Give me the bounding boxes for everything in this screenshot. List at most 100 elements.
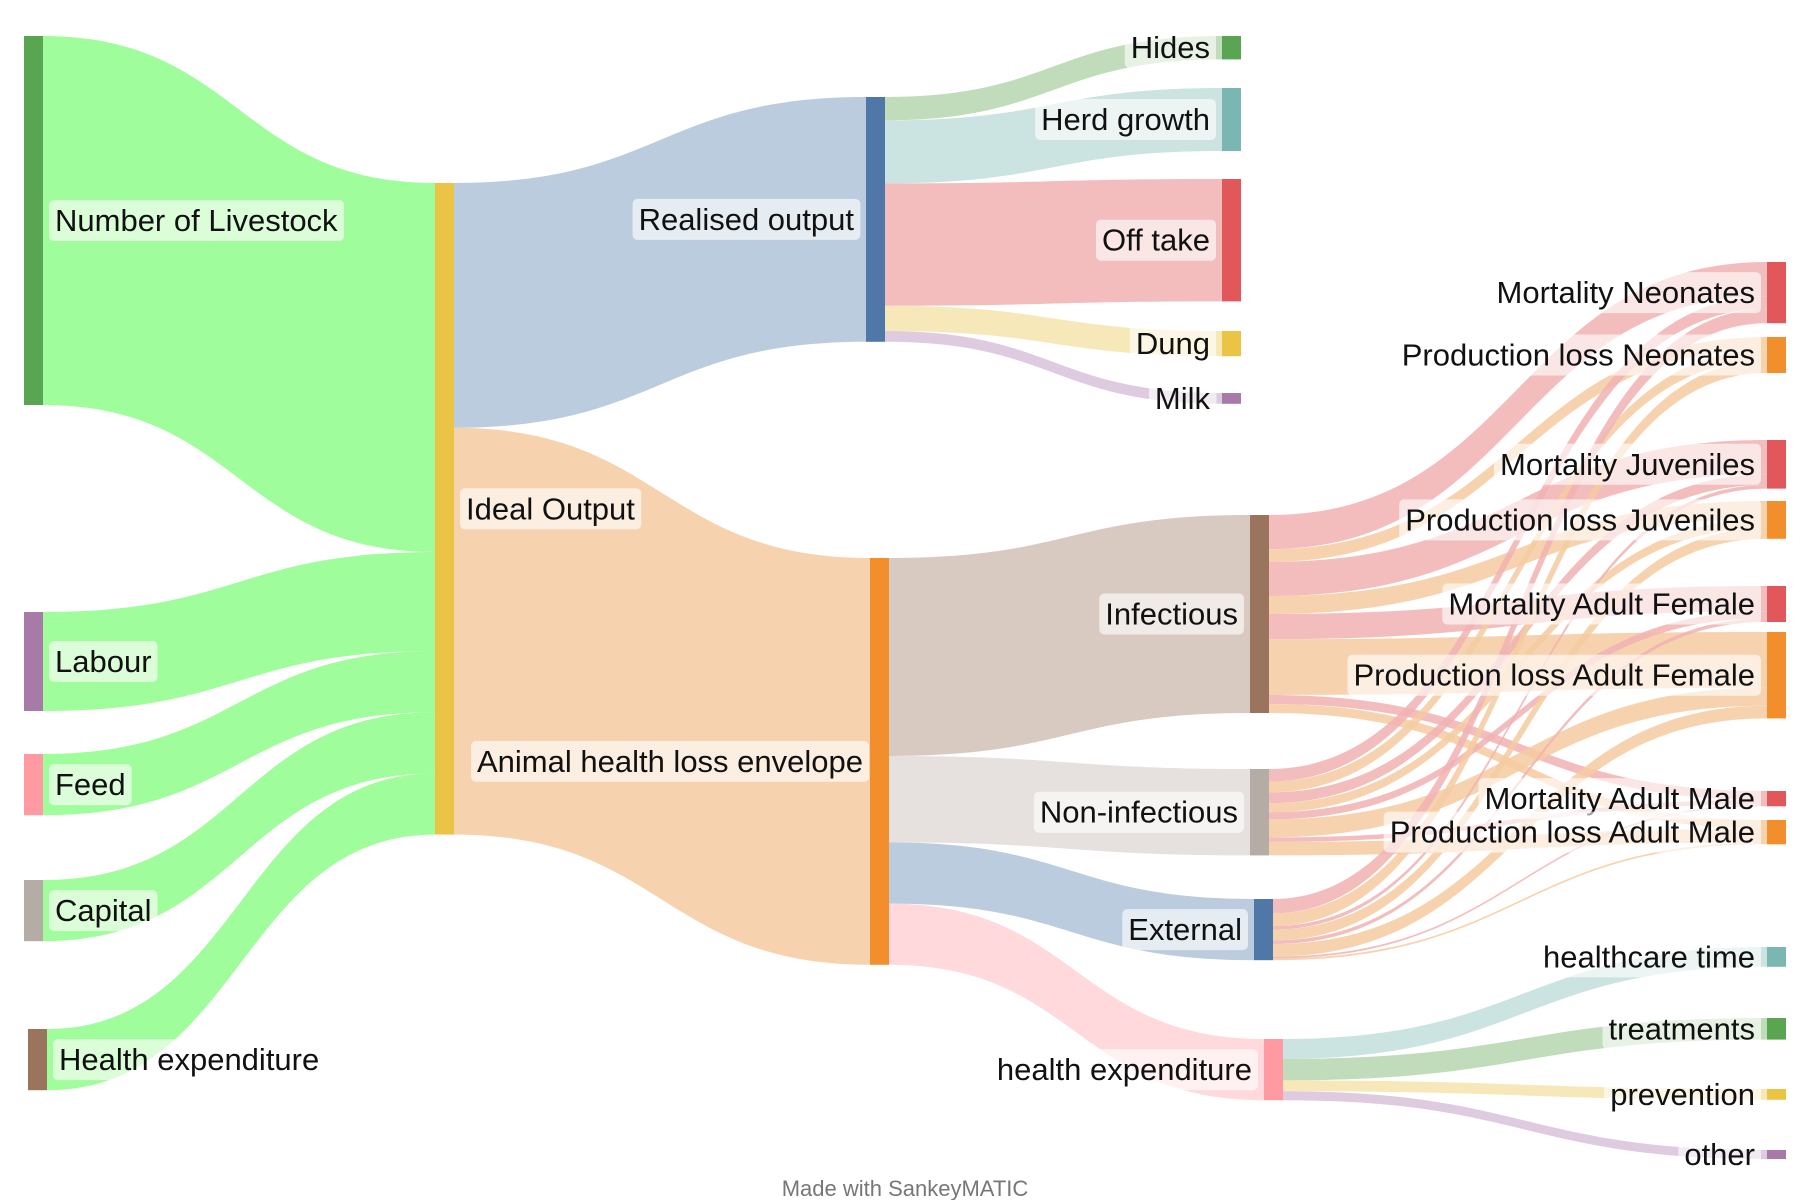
node-label-text: Infectious [1105,597,1238,632]
flow-healthexp_in-to-ideal [47,773,435,1091]
node-label-pjuv: Production loss Juveniles [1399,499,1761,541]
node-ahle [870,558,889,965]
node-label-labour: Labour [49,641,158,682]
node-label-mam: Mortality Adult Male [1478,778,1761,820]
label-background [1602,1008,1761,1050]
node-paf [1767,632,1786,719]
node-label-text: Hides [1131,30,1210,65]
label-background [1442,583,1761,625]
flow-noninf-to-paf [1269,687,1767,838]
credit-text: Made with SankeyMATIC [782,1176,1029,1200]
label-background [1122,909,1248,951]
node-label-hides: Hides [1124,27,1216,69]
node-labels: Number of LivestockLabourFeedCapitalHeal… [49,27,1761,1175]
node-other [1767,1150,1786,1159]
node-noninf [1250,769,1269,856]
flow-realised-to-offtake [885,179,1222,306]
flow-nodes [24,36,1786,1159]
node-treat [1767,1018,1786,1040]
flow-noninf-to-mjuv [1269,474,1767,804]
node-label-text: Off take [1102,223,1210,258]
flow-external-to-pneo [1273,360,1767,926]
node-label-text: Capital [55,893,152,928]
flow-infectious-to-mam [1269,695,1767,800]
label-background [1383,811,1761,853]
flow-external-to-mjuv [1273,485,1767,930]
node-label-mjuv: Mortality Juveniles [1494,443,1761,485]
flow-ideal-to-realised [454,97,866,428]
flow-noninf-to-pneo [1269,349,1767,793]
label-background [470,740,870,782]
node-label-text: Ideal Output [466,491,635,526]
node-label-infectious: Infectious [1099,593,1244,635]
node-offtake [1222,179,1241,302]
node-labour [24,612,43,711]
node-label-text: Labour [55,644,152,679]
node-maf [1767,586,1786,622]
node-label-text: prevention [1610,1077,1755,1112]
label-background [1099,593,1244,635]
flow-feed-to-ideal [43,651,435,816]
node-mam [1767,791,1786,807]
flow-capital-to-ideal [43,712,435,942]
node-label-text: Herd growth [1041,102,1210,137]
node-label-dung: Dung [1129,323,1216,365]
node-label-noninf: Non-infectious [1033,791,1244,833]
node-ideal [435,183,454,835]
node-realised [866,97,885,342]
label-background [460,488,642,530]
node-label-ideal: Ideal Output [460,488,642,530]
node-label-text: Realised output [639,202,855,237]
label-background [1494,443,1761,485]
node-label-text: other [1684,1137,1755,1172]
node-label-text: healthcare time [1543,939,1755,974]
flow-noninf-to-maf [1269,611,1767,820]
label-background [990,1049,1258,1091]
flow-infectious-to-mneo [1269,262,1767,550]
node-label-text: Production loss Neonates [1402,338,1755,373]
label-background [1347,654,1761,696]
flow-ahle-to-infectious [889,515,1250,756]
node-capital [24,880,43,942]
label-background [1124,27,1216,69]
node-label-ahle: Animal health loss envelope [470,740,870,782]
node-label-text: health expenditure [997,1052,1252,1087]
node-label-htime: healthcare time [1537,936,1761,978]
node-label-text: Mortality Adult Male [1485,781,1756,816]
flow-external-to-pam [1273,842,1767,961]
node-infectious [1250,515,1269,713]
node-label-other: other [1678,1134,1761,1175]
node-label-text: Non-infectious [1040,795,1238,830]
node-label-milk: Milk [1148,377,1217,419]
label-background [1035,99,1216,140]
node-pjuv [1767,501,1786,539]
node-label-herd: Herd growth [1035,99,1216,140]
flow-external-to-mam [1273,804,1767,959]
label-background [1537,936,1761,978]
flow-external-to-pjuv [1273,528,1767,941]
node-label-text: Feed [55,767,126,802]
flow-realised-to-milk [885,331,1222,404]
label-background [1096,219,1216,261]
label-background [49,890,158,932]
node-milk [1222,393,1241,404]
node-mjuv [1767,440,1786,489]
node-label-pneo: Production loss Neonates [1395,334,1761,376]
node-mneo [1767,262,1786,324]
label-background [49,641,158,682]
node-label-mneo: Mortality Neonates [1490,272,1761,314]
label-background [49,200,345,241]
node-label-hexp: health expenditure [990,1049,1258,1091]
node-label-text: Mortality Neonates [1497,275,1755,310]
node-label-text: Production loss Adult Female [1354,658,1756,693]
node-label-livestock: Number of Livestock [49,200,345,241]
node-label-maf: Mortality Adult Female [1442,583,1761,625]
label-background [632,198,861,240]
node-label-text: Health expenditure [59,1042,319,1077]
label-background [49,764,132,806]
node-label-treat: treatments [1602,1008,1761,1050]
flow-livestock-to-ideal [43,36,435,552]
node-livestock [24,36,43,405]
